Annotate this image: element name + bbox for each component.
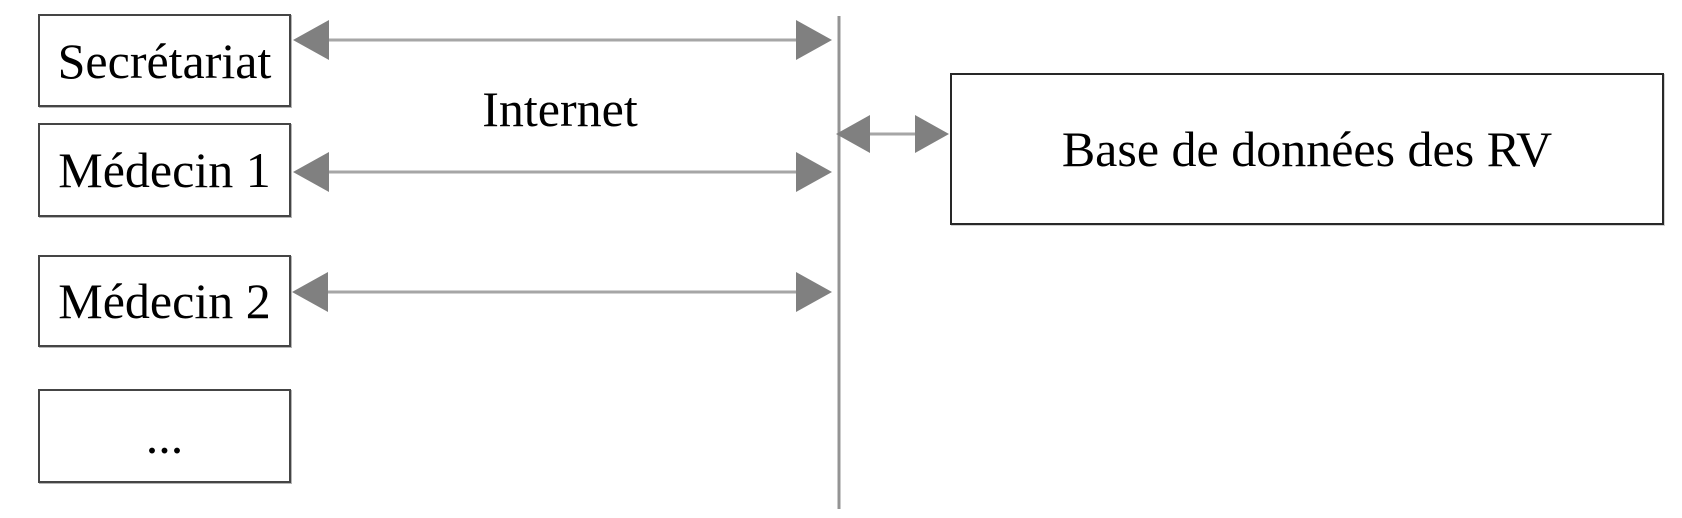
arrowhead-right-icon [796,20,832,60]
node-medecin-1: Médecin 1 [38,123,291,217]
arrowhead-right-icon [796,272,832,312]
double-arrow-database [836,115,949,153]
arrowhead-left-icon [293,152,329,192]
double-arrow-medecin-1 [293,152,832,192]
internet-label: Internet [482,81,638,137]
node-database: Base de données des RV [950,73,1664,225]
arrowhead-left-icon [293,20,329,60]
arrowhead-left-icon [292,272,328,312]
arrowhead-right-icon [796,152,832,192]
node-medecin-2: Médecin 2 [38,255,291,347]
arrowhead-right-icon [915,115,949,153]
node-secretariat: Secrétariat [38,14,291,107]
node-medecin-1-label: Médecin 1 [58,142,271,198]
node-ellipsis: ... [38,389,291,483]
double-arrow-medecin-2 [292,272,832,312]
node-secretariat-label: Secrétariat [57,32,272,89]
double-arrow-secretariat [293,20,832,60]
node-ellipsis-label: ... [145,408,184,464]
node-medecin-2-label: Médecin 2 [58,273,271,329]
node-database-label: Base de données des RV [1061,121,1553,177]
arrowhead-left-icon [836,115,870,153]
